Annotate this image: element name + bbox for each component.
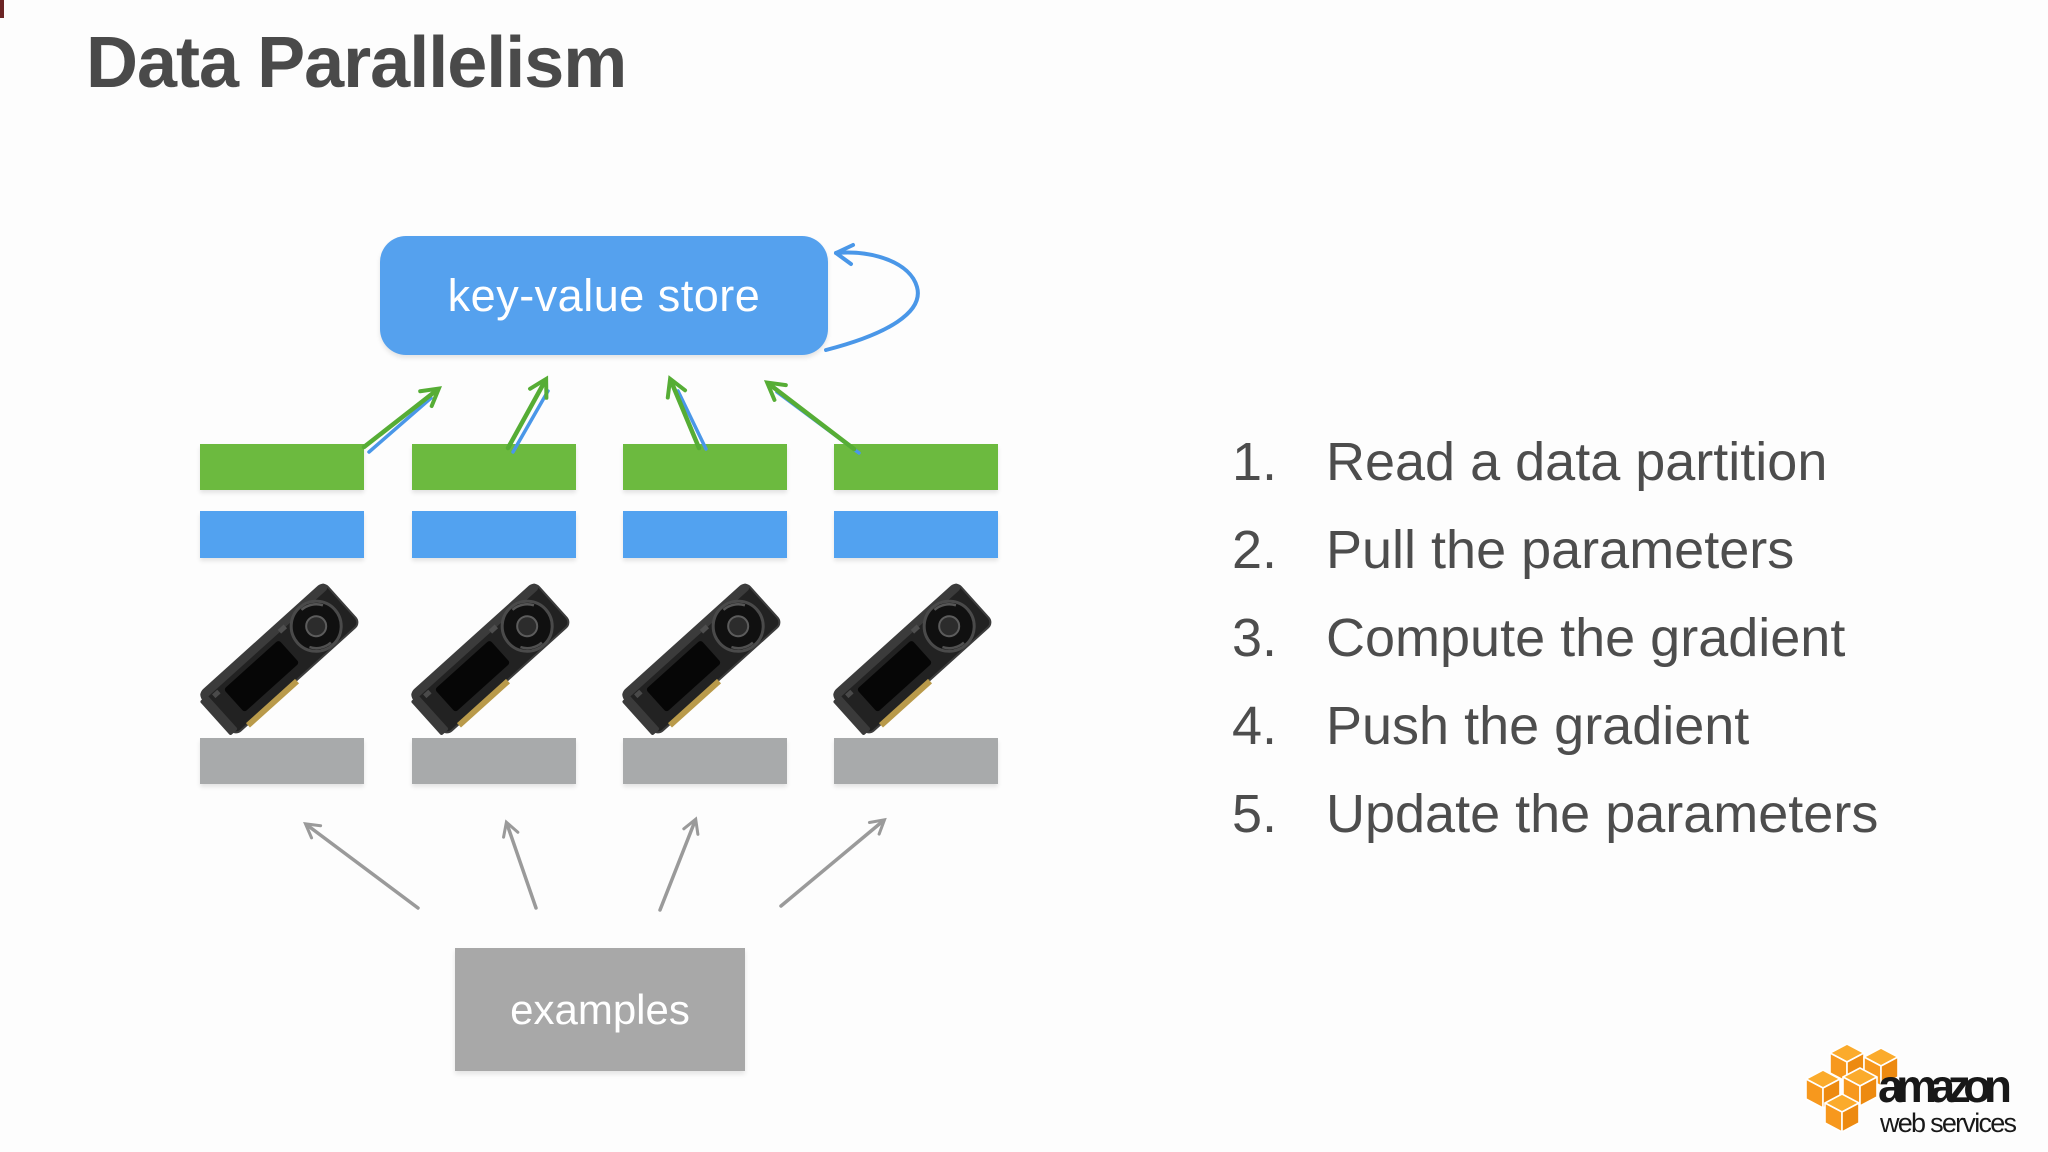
aws-sub-text: web services [1879, 1108, 2017, 1138]
corner-artifact [0, 0, 4, 18]
step-text: Update the parameters [1326, 784, 1879, 844]
gpu-card-icon [827, 580, 998, 742]
examples-label: examples [510, 985, 690, 1033]
aws-brand-text: amazon [1878, 1060, 2010, 1112]
self-loop-arrow-icon [824, 243, 920, 352]
step-text: Push the gradient [1326, 696, 1750, 756]
steps-list: 1. Read a data partition 2. Pull the par… [1232, 418, 1878, 858]
pull-line [676, 389, 708, 451]
step-number: 2. [1232, 520, 1278, 580]
parameter-bar [200, 511, 364, 558]
data-partition-bar [200, 738, 364, 784]
step-number: 5. [1232, 784, 1278, 844]
data-arrow [502, 819, 538, 910]
gpu-card-icon [194, 580, 365, 742]
step-number: 1. [1232, 432, 1278, 492]
step-number: 4. [1232, 696, 1278, 756]
data-arrow [303, 822, 420, 910]
examples-box: examples [455, 948, 745, 1071]
aws-logo: amazon web services [1805, 1043, 2018, 1138]
data-partition-bar [834, 738, 998, 784]
parameter-bar [623, 511, 787, 558]
step-number: 3. [1232, 608, 1278, 668]
data-partition-bar [412, 738, 576, 784]
push-arrow [763, 380, 857, 452]
step-item: 2. Pull the parameters [1232, 506, 1878, 594]
key-value-store-box: key-value store [380, 236, 828, 355]
gradient-bar [412, 444, 576, 490]
aws-cubes-icon [1805, 1043, 1899, 1133]
gpu-card-icon [616, 580, 787, 742]
step-item: 3. Compute the gradient [1232, 594, 1878, 682]
step-item: 5. Update the parameters [1232, 770, 1878, 858]
page-title: Data Parallelism [86, 23, 627, 103]
parameter-bar [412, 511, 576, 558]
step-text: Read a data partition [1326, 432, 1828, 492]
push-arrow [505, 375, 549, 451]
step-text: Compute the gradient [1326, 608, 1846, 668]
gradient-bar [623, 444, 787, 490]
data-arrow [658, 816, 700, 912]
data-arrow [779, 817, 887, 908]
push-arrows [361, 375, 857, 452]
gradient-bar [834, 444, 998, 490]
data-partition-bar [623, 738, 787, 784]
data-arrows [303, 816, 887, 912]
push-arrow [665, 375, 702, 451]
step-item: 4. Push the gradient [1232, 682, 1878, 770]
parameter-bar [834, 511, 998, 558]
gradient-bar [200, 444, 364, 490]
key-value-store-label: key-value store [447, 269, 761, 321]
step-text: Pull the parameters [1326, 520, 1795, 580]
pull-line [511, 389, 550, 454]
push-arrow [361, 386, 443, 450]
step-item: 1. Read a data partition [1232, 418, 1878, 506]
gpu-card-icon [405, 580, 576, 742]
